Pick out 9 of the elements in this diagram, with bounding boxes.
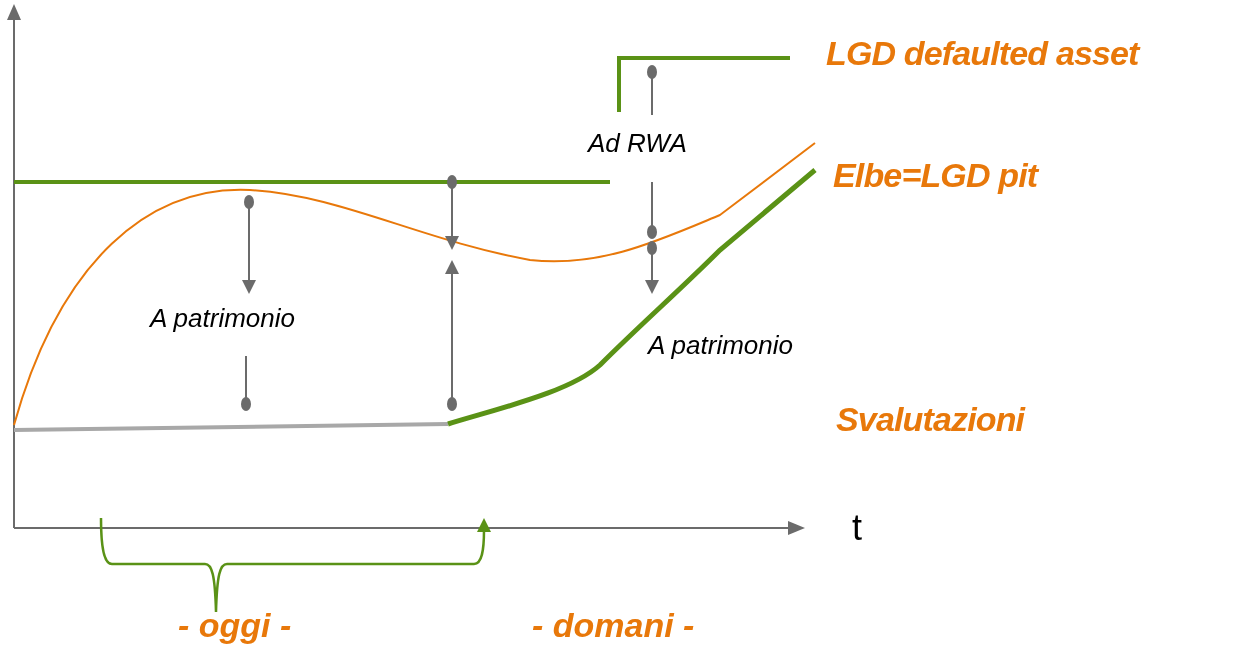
period-label: - oggi - (178, 608, 292, 642)
measure-label: Ad RWA (588, 130, 687, 156)
measure-label: A patrimonio (648, 332, 793, 358)
axis-label: t (852, 510, 862, 546)
measure-label: A patrimonio (150, 305, 295, 331)
period-label: - domani - (532, 608, 695, 642)
series-label: LGD defaulted asset (826, 36, 1139, 70)
series-label: Elbe=LGD pit (833, 158, 1038, 192)
series-label: Svalutazioni (836, 402, 1025, 436)
